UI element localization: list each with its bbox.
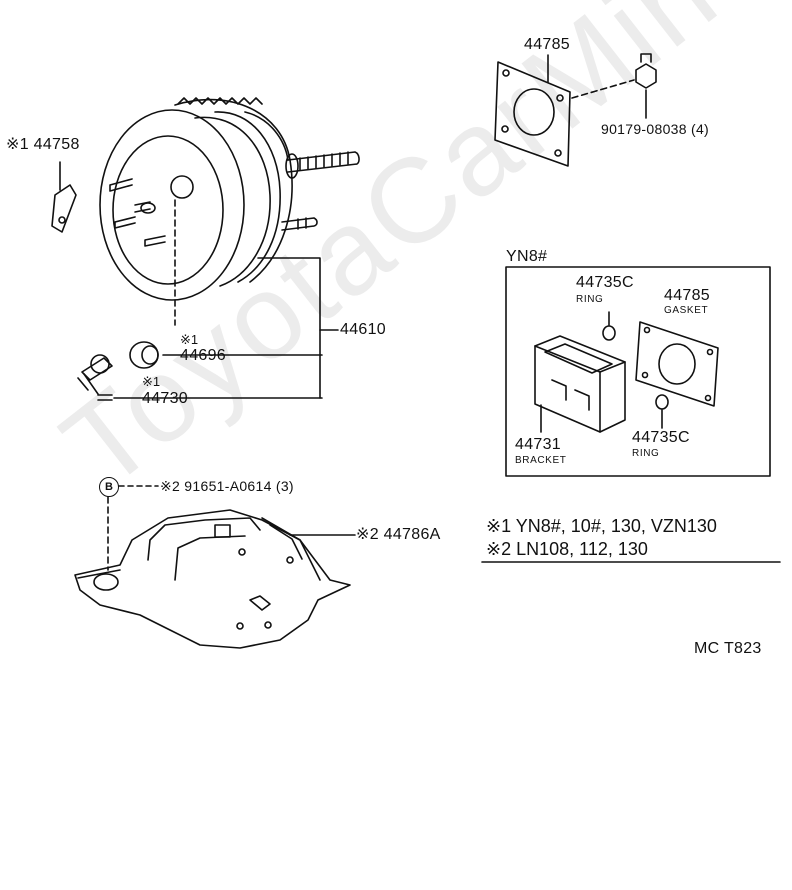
- label-90179: 90179-08038 (4): [601, 121, 710, 137]
- label-ring-top-number: 44735C: [576, 274, 634, 291]
- grommet-44696: [129, 341, 323, 369]
- label-91651: ※2 91651-A0614 (3): [160, 478, 294, 494]
- illustration-code: MC T823: [694, 640, 762, 657]
- label-bracket-number: 44731: [515, 436, 561, 453]
- label-ring-bottom-number: 44735C: [632, 429, 690, 446]
- clip-44758: [51, 161, 77, 233]
- brake-booster-44610: [99, 97, 360, 326]
- label-ring-bottom-name: RING: [632, 448, 660, 459]
- bracket-44786a: [74, 496, 356, 649]
- label-44785-top: 44785: [524, 36, 570, 53]
- label-44610: 44610: [340, 321, 386, 338]
- label-gasket-name: GASKET: [664, 305, 709, 316]
- check-valve-44730: [77, 354, 323, 401]
- inset-title: YN8#: [506, 248, 548, 265]
- bolt-b-marker: B: [99, 477, 119, 497]
- note-mark-1b: ※1: [142, 374, 161, 389]
- applicability-note-1: ※1 YN8#, 10#, 130, VZN130: [486, 516, 717, 536]
- inset-yn8: [505, 266, 771, 477]
- label-44758: ※1 44758: [6, 136, 80, 153]
- note-mark-1a: ※1: [180, 332, 199, 347]
- gasket-44785-top: [494, 53, 657, 167]
- label-bracket-name: BRACKET: [515, 455, 567, 466]
- label-44730: 44730: [142, 390, 188, 407]
- label-44786a: ※2 44786A: [356, 526, 441, 543]
- label-44696: 44696: [180, 347, 226, 364]
- label-ring-top-name: RING: [576, 294, 604, 305]
- label-gasket-number: 44785: [664, 287, 710, 304]
- applicability-note-2: ※2 LN108, 112, 130: [486, 539, 648, 559]
